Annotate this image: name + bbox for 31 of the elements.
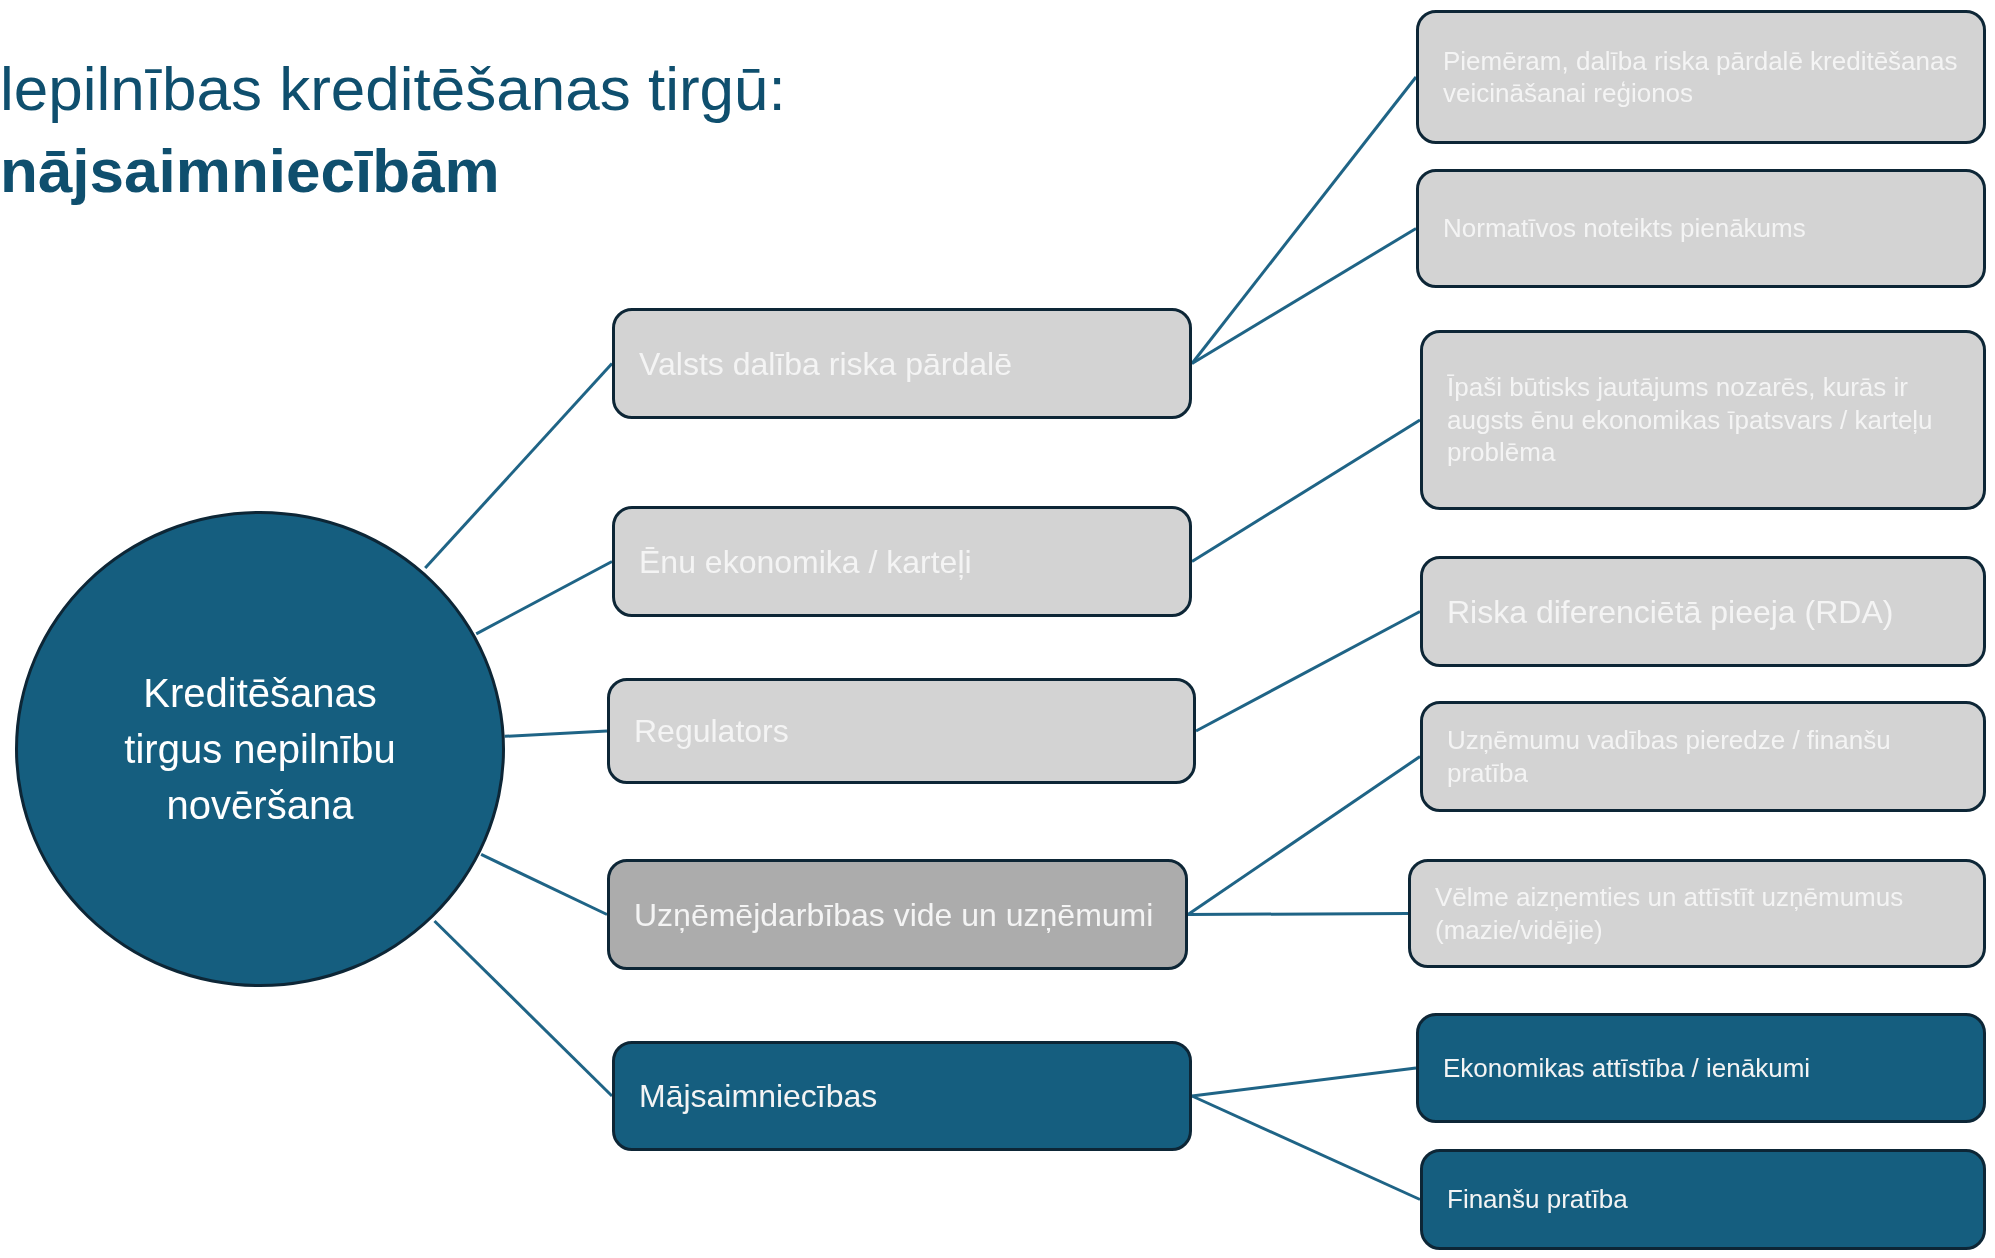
connector-line [475, 560, 613, 636]
topic-box [1420, 1149, 1986, 1250]
topic-box [1416, 10, 1986, 144]
topic-box [1416, 1013, 1986, 1123]
connector-line [1187, 755, 1421, 916]
connector-line [433, 919, 614, 1098]
topic-box [1408, 859, 1986, 968]
topic-box [1416, 169, 1986, 288]
topic-box [1420, 556, 1986, 667]
node-text: Ekonomikas attīstība / ienākumi [1443, 1051, 1811, 1085]
topic-box [612, 1041, 1192, 1151]
topic-box [607, 678, 1196, 784]
connector-line [1191, 227, 1417, 365]
topic-box [612, 506, 1192, 617]
connector-line [480, 853, 608, 916]
connector-line [1191, 418, 1421, 563]
node-text: Uzņēmējdarbības vide un uzņēmumi [634, 895, 1154, 935]
topic-box [612, 308, 1192, 419]
connector-line [1188, 912, 1408, 916]
node-text: Finanšu pratība [1447, 1183, 1628, 1216]
connector-line [1195, 610, 1421, 733]
connector-line [1191, 1066, 1417, 1098]
connector-line [424, 362, 614, 570]
title: lepilnības kreditēšanas tirgū: nājsaimniecībām [0, 53, 787, 207]
topic-box [1420, 701, 1986, 812]
topic-box [1420, 330, 1986, 510]
node-text: Mājsaimniecības [639, 1077, 878, 1116]
topic-box [607, 859, 1188, 970]
connector-line [504, 729, 608, 738]
node-text: Kreditēšanas tirgus nepilnību novēršana [123, 670, 397, 829]
connector-line [1191, 1094, 1421, 1201]
